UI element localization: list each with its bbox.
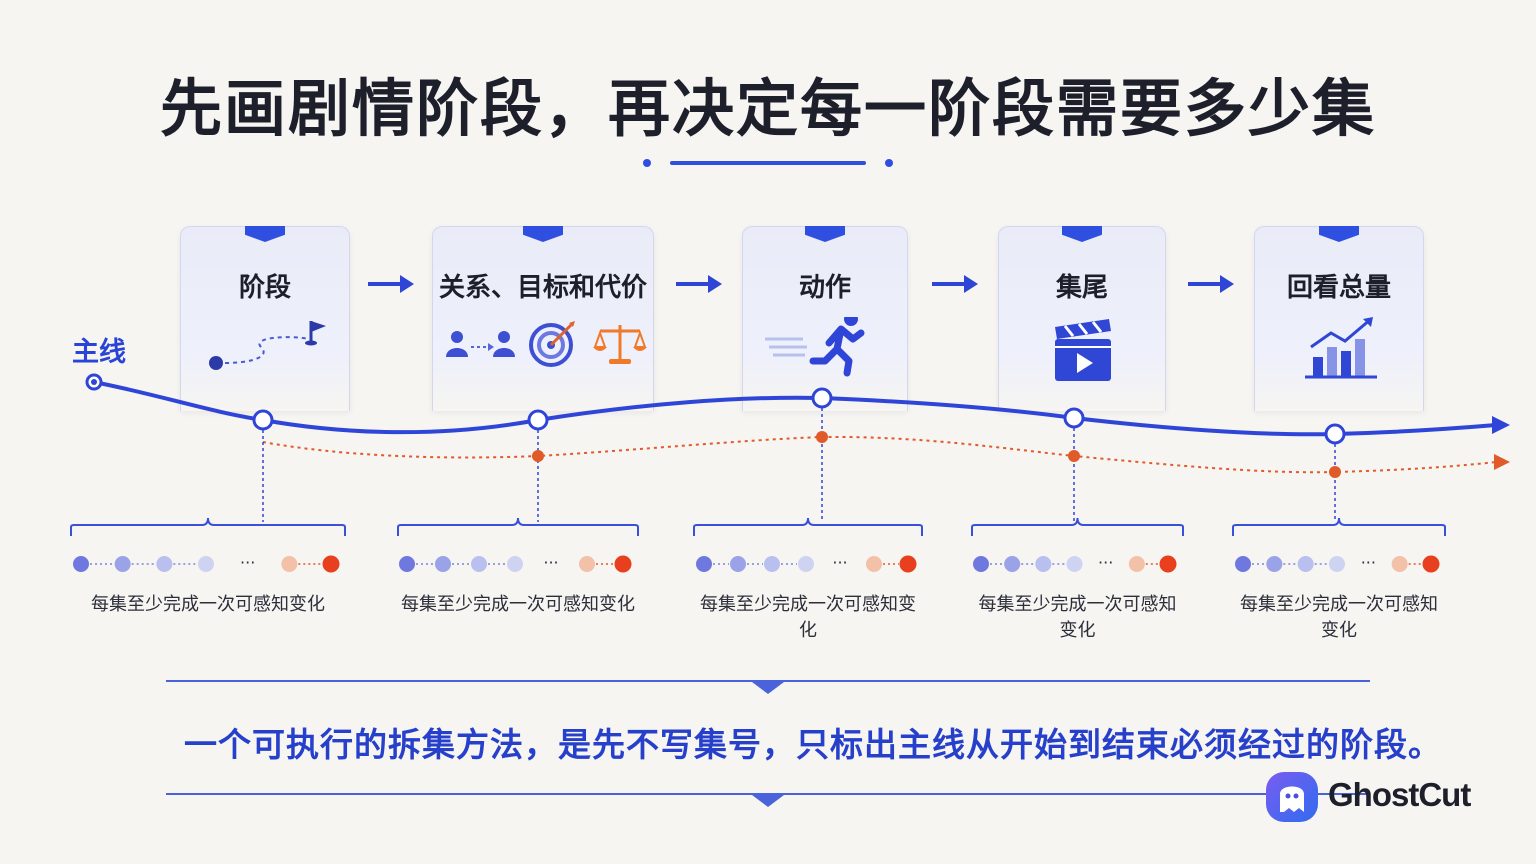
episode-note: 每集至少完成一次可感知变化: [1240, 594, 1438, 641]
episode-dot: [764, 556, 780, 572]
episode-note: 每集至少完成一次可感知变化: [700, 594, 916, 641]
stage-brace: [971, 517, 1184, 536]
episode-end-dot: [322, 555, 340, 573]
episode-dot: [435, 556, 451, 572]
stage-card-5: 回看总量: [1254, 226, 1424, 411]
path-to-flag-icon: [209, 321, 326, 370]
stage-brace: [397, 517, 639, 536]
episode-dot: [866, 556, 882, 572]
stage-node-4: [1063, 407, 1085, 429]
clapperboard-icon: [1055, 319, 1111, 381]
stage-node-1: [252, 409, 274, 431]
stage-card-4: 集尾: [998, 226, 1166, 411]
stage-card-2: 关系、目标和代价: [432, 226, 654, 411]
episode-ellipsis: ···: [240, 553, 255, 572]
flow-arrow-icon: [932, 275, 978, 293]
episode-dot-row: ···: [73, 553, 340, 573]
card-tab-marker: [805, 226, 845, 242]
episode-dot: [798, 556, 814, 572]
secondary-node: [816, 431, 828, 443]
episode-end-dot: [899, 555, 917, 573]
bottom-rule: [166, 793, 1370, 795]
ghostcut-logo: GhostCut: [1262, 768, 1482, 826]
episode-dot: [1004, 556, 1021, 572]
episode-dot: [1297, 556, 1314, 572]
episode-dot: [1235, 556, 1251, 572]
stage-label: 回看总量: [1286, 273, 1391, 303]
episode-dot-row: ···: [399, 553, 632, 573]
episode-dot: [198, 556, 214, 572]
episode-dot-row: ···: [973, 553, 1177, 573]
episode-dot: [1128, 556, 1145, 572]
episode-dot: [1329, 556, 1345, 572]
episode-dot: [730, 556, 746, 572]
episode-dot: [1066, 556, 1083, 572]
episode-dot: [471, 556, 487, 572]
episode-dot: [579, 556, 595, 572]
secondary-node: [1329, 466, 1341, 478]
conclusion-text: 一个可执行的拆集方法，是先不写集号，只标出主线从开始到结束必须经过的阶段。: [184, 725, 1442, 764]
stage-node-3: [811, 387, 833, 409]
episode-dot: [73, 556, 89, 572]
stage-node-5: [1324, 423, 1346, 445]
page-title: 先画剧情阶段，再决定每一阶段需要多少集: [159, 72, 1376, 145]
episode-dot: [281, 556, 298, 572]
stage-card-1: 阶段: [180, 226, 350, 411]
episode-dot: [507, 556, 523, 572]
card-tab-marker: [523, 226, 563, 242]
stage-label: 阶段: [238, 273, 291, 303]
ghost-logo-icon: [1266, 772, 1318, 822]
top-rule: [166, 680, 1370, 682]
episode-ellipsis: ···: [1098, 553, 1113, 572]
episode-ellipsis: ···: [1361, 553, 1376, 572]
episode-dot: [399, 556, 415, 572]
flow-arrow-icon: [1188, 275, 1234, 293]
episode-note: 每集至少完成一次可感知变化: [401, 594, 635, 615]
stage-node-2: [527, 409, 549, 431]
episode-dot: [1391, 556, 1408, 572]
episode-dot: [1266, 556, 1283, 572]
stage-label: 关系、目标和代价: [438, 273, 647, 303]
stage-brace: [70, 517, 346, 536]
stage-brace: [693, 517, 923, 536]
episode-dot-row: ···: [696, 553, 917, 573]
growth-chart-icon: [1305, 317, 1377, 379]
stage-brace: [1232, 517, 1446, 536]
episode-dot-row: ···: [1235, 553, 1440, 573]
episode-ellipsis: ···: [832, 553, 847, 572]
mainline-curve: [93, 380, 1497, 437]
card-tab-marker: [1319, 226, 1359, 242]
episode-dot: [114, 556, 131, 572]
episode-end-dot: [1422, 555, 1440, 573]
stage-label: 集尾: [1055, 273, 1108, 303]
logo-text: GhostCut: [1328, 776, 1471, 813]
episode-end-dot: [614, 555, 632, 573]
secondary-curve: [262, 435, 1497, 474]
episode-note: 每集至少完成一次可感知变化: [978, 594, 1177, 641]
title-underline-decoration: [643, 159, 893, 167]
secondary-node: [532, 450, 544, 462]
episode-ellipsis: ···: [543, 553, 558, 572]
flow-arrow-icon: [368, 275, 414, 293]
card-tab-marker: [1062, 226, 1102, 242]
stage-card-3: 动作: [742, 226, 908, 411]
people-target-scale-icon: [446, 321, 647, 367]
running-person-icon: [765, 317, 865, 377]
flow-arrow-icon: [676, 275, 722, 293]
episode-dot: [696, 556, 712, 572]
episode-note: 每集至少完成一次可感知变化: [91, 594, 325, 615]
mainline-arrowhead: [1492, 416, 1510, 434]
secondary-node: [1068, 450, 1080, 462]
episode-dot: [156, 556, 173, 572]
stage-label: 动作: [798, 273, 851, 303]
card-tab-marker: [245, 226, 285, 242]
episode-end-dot: [1159, 555, 1177, 573]
mainline-label: 主线: [72, 337, 126, 368]
episode-dot: [973, 556, 989, 572]
secondary-arrowhead: [1494, 454, 1510, 470]
episode-dot: [1035, 556, 1052, 572]
